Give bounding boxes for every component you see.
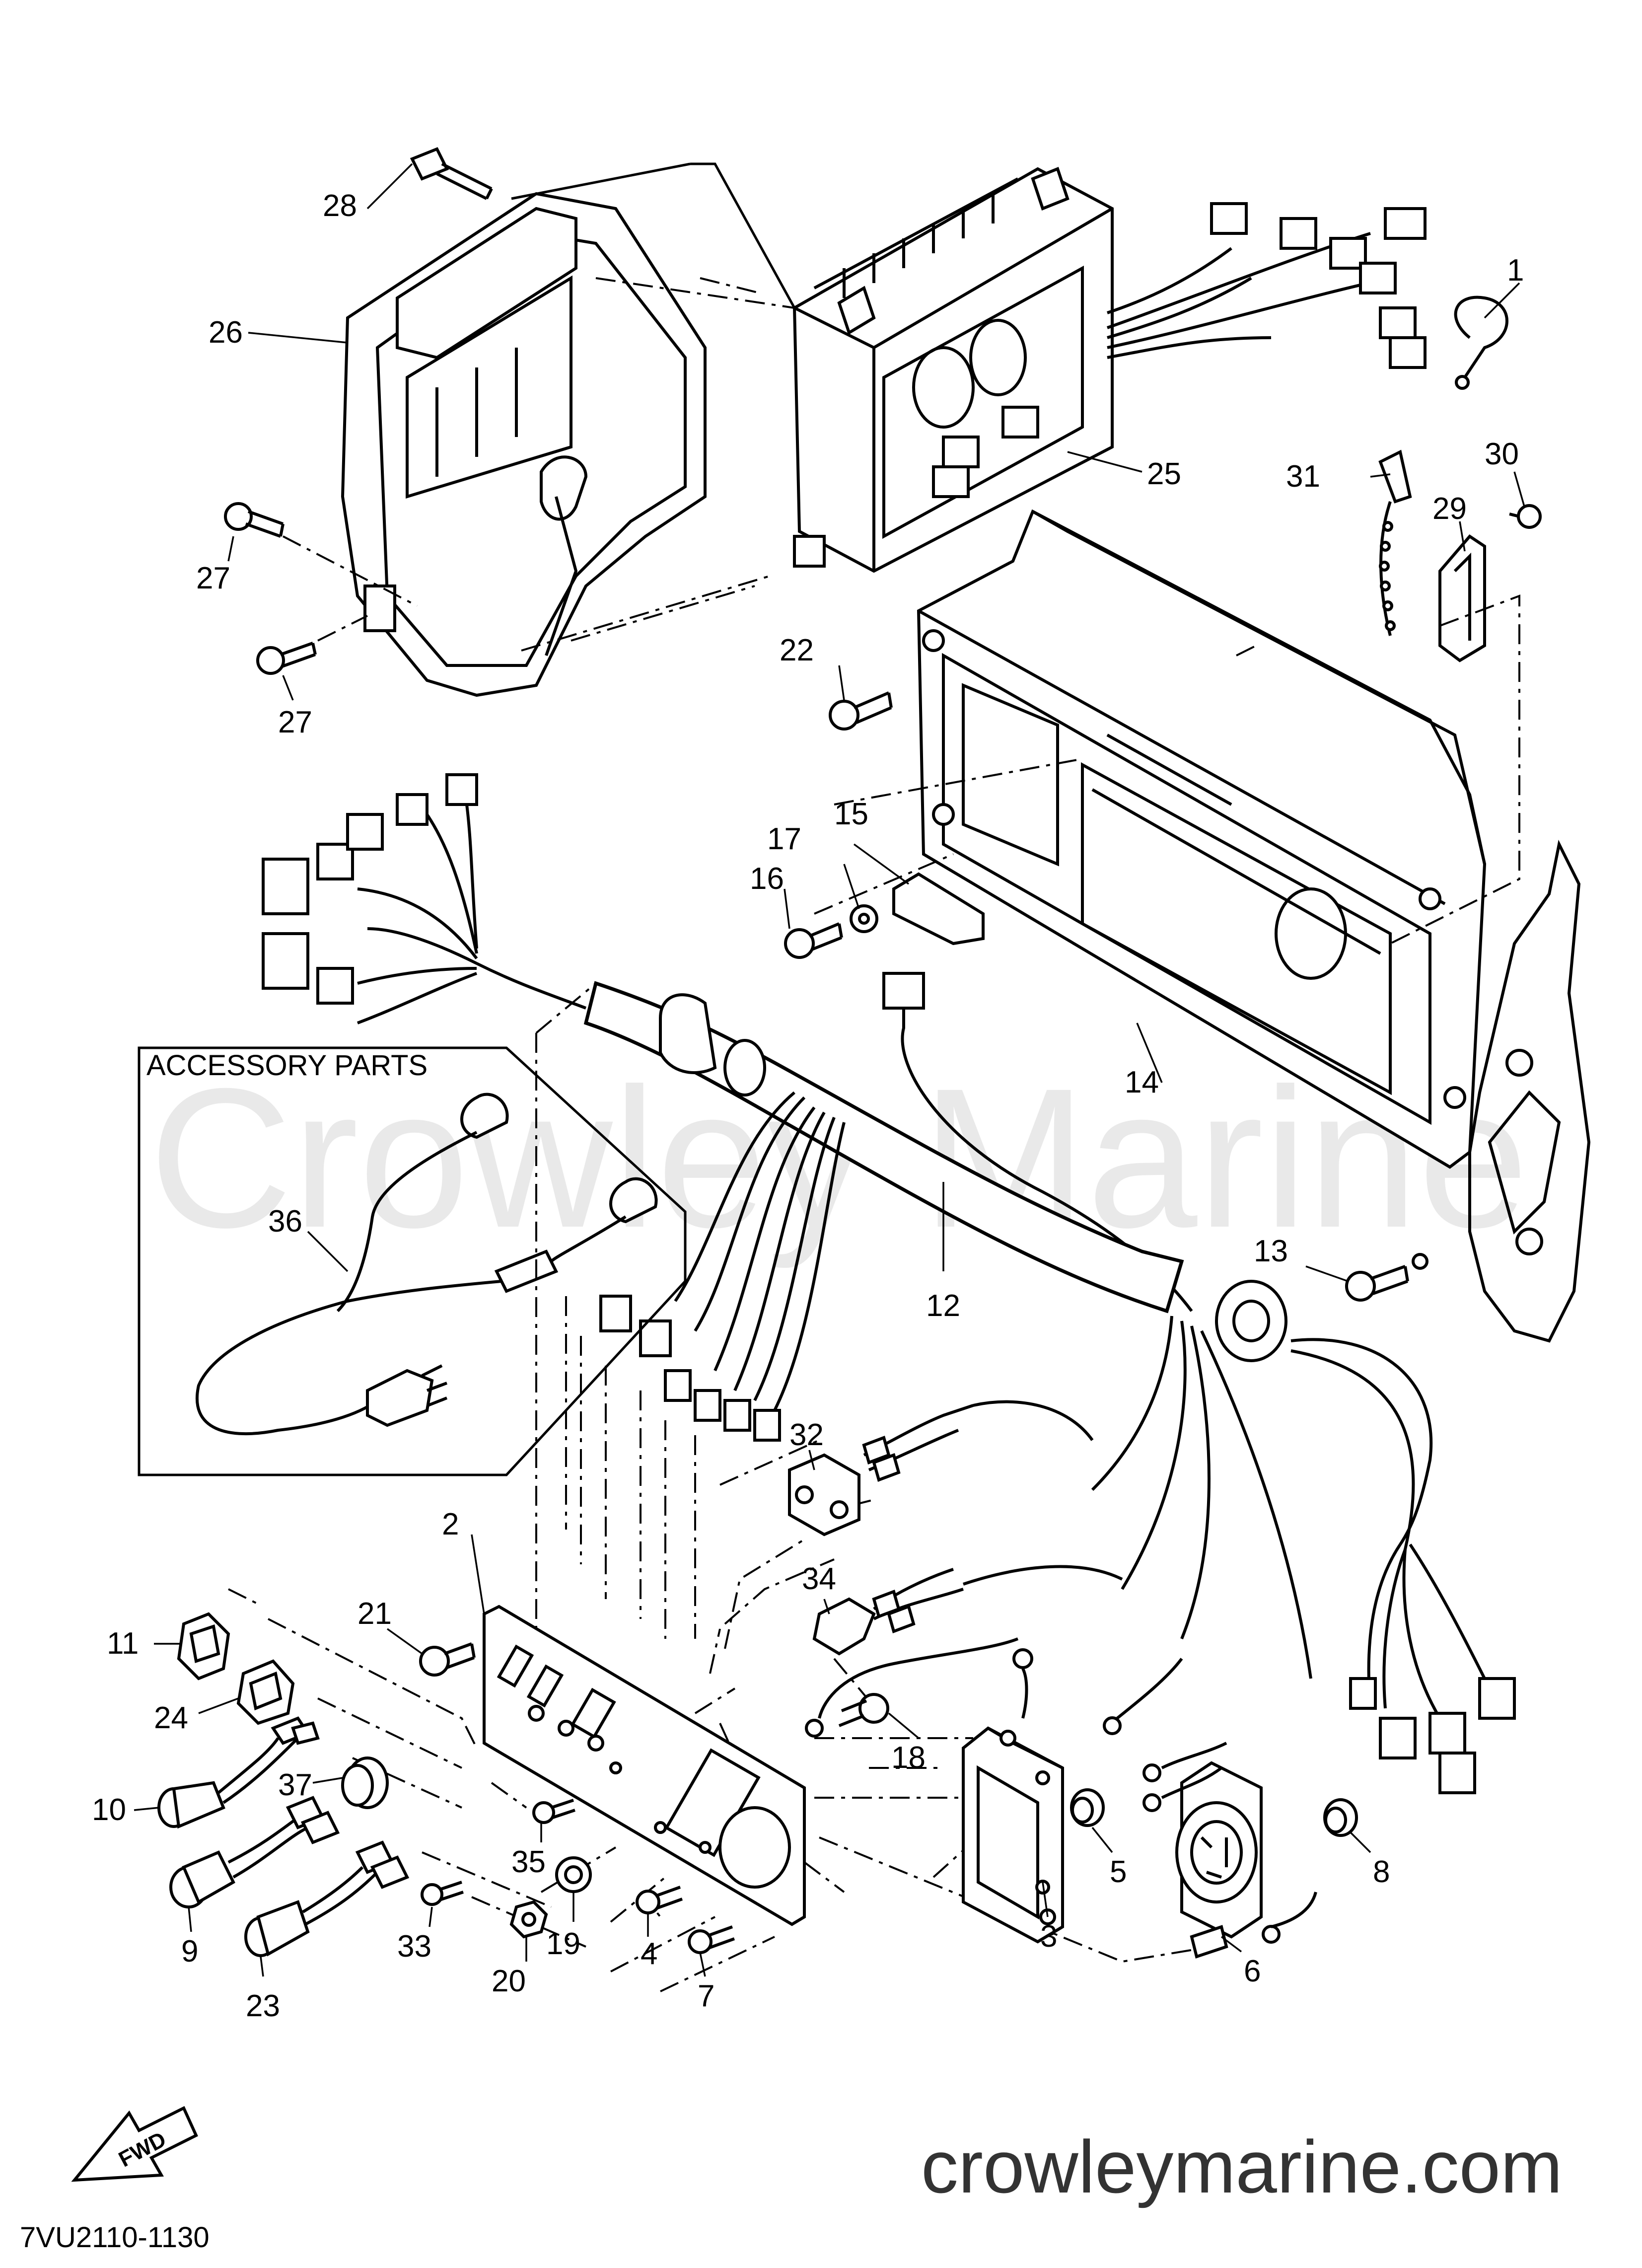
part-screw-4 [636, 1886, 683, 1914]
part-engine-bracket [1468, 839, 1591, 1343]
callout-25: 25 [1147, 457, 1181, 491]
callout-29: 29 [1432, 492, 1467, 526]
callout-32: 32 [789, 1418, 824, 1452]
callout-6: 6 [1244, 1954, 1261, 1988]
callout-19: 19 [546, 1927, 580, 1961]
accessory-parts-box: ACCESSORY PARTS [138, 1046, 687, 1476]
accessory-box-title: ACCESSORY PARTS [146, 1049, 428, 1082]
callout-24: 24 [154, 1701, 188, 1735]
part-bolt-28 [410, 147, 493, 200]
part-screw-22 [829, 691, 893, 731]
part-harness-branches [599, 1091, 1516, 1794]
callout-26: 26 [209, 315, 243, 350]
part-nut-19 [555, 1856, 592, 1893]
callout-18: 18 [891, 1741, 926, 1775]
callout-34: 34 [802, 1562, 836, 1596]
callout-21: 21 [357, 1597, 392, 1631]
callout-2: 2 [442, 1507, 459, 1541]
callout-14: 14 [1125, 1065, 1159, 1099]
part-screw-21 [419, 1642, 476, 1677]
part-panel-plate [483, 1605, 806, 1926]
callout-5: 5 [1110, 1855, 1127, 1889]
callout-leaders [134, 163, 1525, 1977]
callout-10: 10 [92, 1793, 126, 1827]
part-bolt-27-upper [224, 502, 285, 538]
callout-30: 30 [1485, 437, 1519, 471]
part-nut-20 [509, 1900, 548, 1939]
part-screw-33 [421, 1881, 464, 1906]
part-connector-32 [788, 1400, 1094, 1536]
callout-13: 13 [1254, 1234, 1288, 1268]
part-unit-harness [932, 202, 1427, 498]
callout-23: 23 [246, 1989, 280, 2023]
callout-labels: 1 2 3 4 5 6 7 8 9 10 11 12 13 14 15 16 1… [92, 189, 1524, 2023]
callout-20: 20 [492, 1964, 526, 1998]
callout-9: 9 [181, 1934, 198, 1969]
callout-37: 37 [278, 1768, 312, 1802]
part-bolt-13 [1345, 1253, 1428, 1302]
part-bolt-27-lower [256, 642, 317, 675]
callout-33: 33 [397, 1929, 431, 1964]
callout-16: 16 [750, 862, 784, 896]
part-connector-34 [812, 1565, 1123, 1656]
part-grommet-37 [341, 1756, 389, 1809]
drawing-code: 7VU2110-1130 [20, 2221, 210, 2254]
website-text: crowleymarine.com [921, 2125, 1563, 2208]
part-bracket [1438, 534, 1486, 662]
part-washer-5 [1070, 1788, 1105, 1827]
callout-12: 12 [926, 1289, 960, 1323]
callout-31: 31 [1286, 459, 1320, 494]
callout-17: 17 [767, 822, 801, 856]
part-holder-15 [892, 872, 985, 946]
callout-7: 7 [698, 1979, 714, 2013]
part-power-cord [195, 1093, 658, 1436]
part-switch-24 [236, 1659, 295, 1725]
part-clip [1454, 295, 1508, 390]
part-outlet [962, 1648, 1183, 1944]
callout-4: 4 [641, 1937, 657, 1971]
callout-28: 28 [323, 189, 357, 223]
watermark-text: Crowley Marine [149, 1047, 1529, 1270]
callout-15: 15 [834, 797, 868, 831]
callout-22: 22 [780, 633, 814, 667]
part-chain [1378, 449, 1412, 636]
callout-27-lower: 27 [278, 705, 312, 739]
callout-35: 35 [511, 1845, 546, 1879]
fwd-arrow-icon: FWD [71, 2106, 198, 2182]
callout-8: 8 [1373, 1855, 1390, 1889]
part-connector-23 [244, 1840, 410, 1957]
part-connector-9 [169, 1796, 340, 1908]
callout-1: 1 [1507, 253, 1524, 288]
callout-36: 36 [268, 1204, 302, 1239]
part-cover [341, 192, 707, 697]
part-connector-10 [157, 1716, 320, 1829]
part-screw-7 [688, 1925, 735, 1954]
part-control-unit [792, 167, 1114, 573]
part-washer-8 [1323, 1798, 1358, 1837]
part-main-harness [262, 773, 1287, 1362]
part-receptacle [1142, 1742, 1317, 1959]
part-main-box [917, 509, 1487, 1169]
callout-3: 3 [1040, 1919, 1057, 1954]
callout-27-upper: 27 [196, 561, 230, 595]
part-screw-35 [532, 1799, 575, 1824]
part-switch-11 [177, 1612, 230, 1681]
part-screw-16 [784, 922, 843, 959]
callout-11: 11 [107, 1626, 139, 1661]
part-bolt-30 [1509, 504, 1542, 529]
part-washer-17 [850, 904, 878, 933]
part-bolt-18 [805, 1637, 1019, 1738]
